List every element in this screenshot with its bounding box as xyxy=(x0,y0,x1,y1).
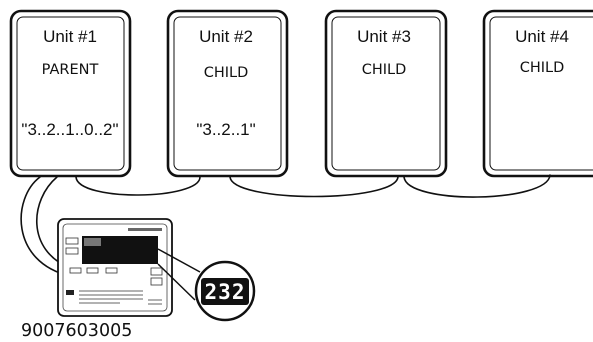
unit-4-frame xyxy=(482,9,593,178)
controller-button-2 xyxy=(86,267,99,274)
unit-2: Unit #2 CHILD "3..2..1" xyxy=(166,9,289,178)
unit-4-inner-frame xyxy=(489,16,593,171)
unit-1-frame xyxy=(9,9,132,178)
display-zoom-callout: 232 xyxy=(157,248,256,322)
controller-label-mark xyxy=(66,290,74,295)
controller-button-3 xyxy=(105,267,118,274)
controller-button-1 xyxy=(69,267,82,274)
unit-1-inner-frame xyxy=(16,16,125,171)
controller-housing xyxy=(57,218,173,317)
unit-4: Unit #4 CHILD xyxy=(482,9,593,178)
unit-3: Unit #3 CHILD xyxy=(324,9,448,178)
display-readout-panel xyxy=(201,278,249,305)
controller-mode-button xyxy=(65,247,79,255)
controller-cable-outer xyxy=(20,176,71,277)
unit-3-inner-frame xyxy=(331,16,441,171)
unit-2-title: Unit #2 xyxy=(199,27,253,46)
controller-temp-up-button xyxy=(150,267,163,276)
unit-4-role: CHILD xyxy=(520,60,565,76)
controller-fine-print xyxy=(79,290,162,305)
unit-2-inner-frame xyxy=(173,16,282,171)
unit-1-role: PARENT xyxy=(42,62,99,78)
controller-face xyxy=(62,223,168,312)
cable-unit3-unit4 xyxy=(403,174,551,198)
controller-model-number: 9007603005 xyxy=(21,321,132,341)
callout-line-lower xyxy=(157,263,196,301)
controller-screen-indicator xyxy=(84,238,101,246)
controller-power-button xyxy=(65,237,79,245)
cable-unit1-unit2 xyxy=(75,176,201,196)
unit-3-role: CHILD xyxy=(362,62,407,78)
cable-unit2-unit3 xyxy=(229,176,399,198)
unit-2-code: "3..2..1" xyxy=(196,120,255,139)
unit-communication-cables xyxy=(75,174,551,198)
callout-line-upper xyxy=(157,248,201,273)
unit-1: Unit #1 PARENT "3..2..1..0..2" xyxy=(9,9,132,178)
unit-1-title: Unit #1 xyxy=(43,27,97,46)
controller-temp-down-button xyxy=(150,277,163,286)
unit-3-title: Unit #3 xyxy=(357,27,411,46)
unit-2-role: CHILD xyxy=(204,65,249,81)
unit-1-code: "3..2..1..0..2" xyxy=(21,120,118,139)
unit-2-frame xyxy=(166,9,289,178)
controller-brand-mark xyxy=(128,228,162,231)
unit-4-title: Unit #4 xyxy=(515,27,569,46)
remote-controller xyxy=(57,218,173,317)
display-readout-value: 232 xyxy=(205,280,246,304)
unit-3-frame xyxy=(324,9,448,178)
